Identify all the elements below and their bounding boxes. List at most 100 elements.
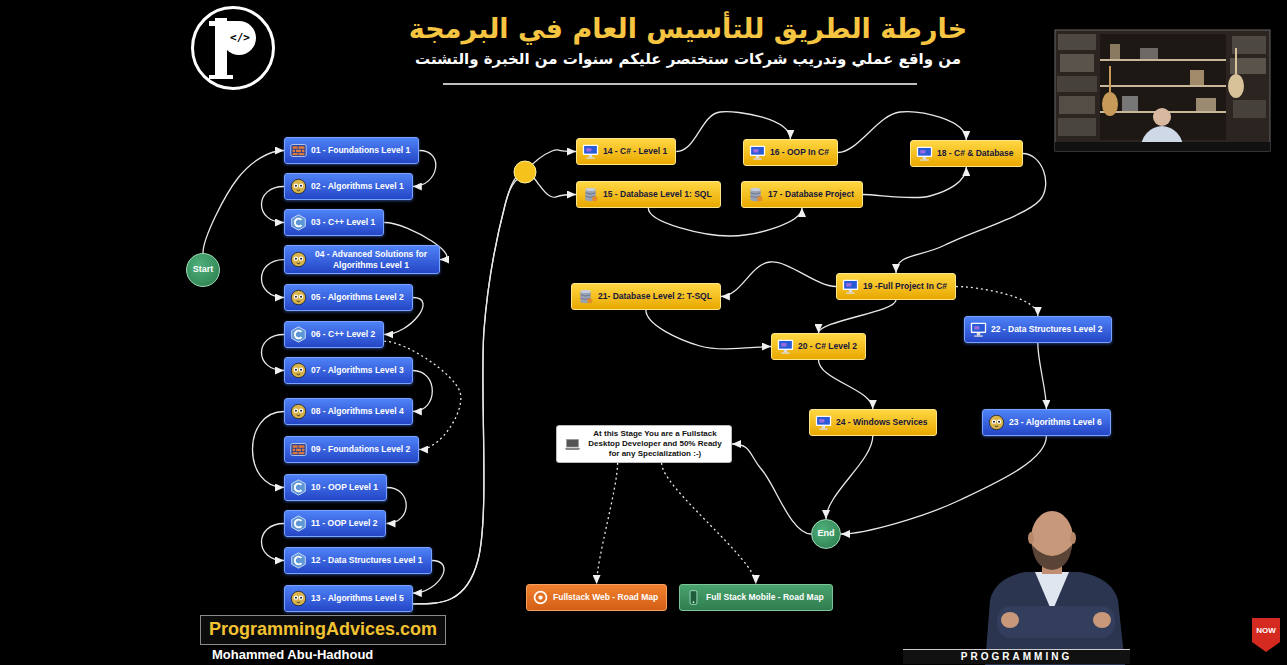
website-box: ProgrammingAdvices.com <box>200 615 446 645</box>
presenter-photo <box>985 511 1125 665</box>
course-box: 23 - Algorithms Level 6 <box>982 409 1111 436</box>
icon <box>916 145 933 162</box>
icon-shape <box>291 363 305 377</box>
connector <box>956 287 1038 317</box>
end-circle: End <box>811 519 841 549</box>
connector <box>413 150 576 604</box>
node-label: 10 - OOP Level 1 <box>311 482 378 493</box>
icon-shape <box>291 145 306 157</box>
node-label: ProgrammingAdvices.com <box>209 619 437 641</box>
connector <box>648 208 802 236</box>
connector <box>253 412 285 488</box>
icon <box>777 338 794 355</box>
node-label: Fullstack Web - Road Map <box>553 592 658 603</box>
node-label: 22 - Data Structures Level 2 <box>991 324 1103 335</box>
course-box: 14 - C# - Level 1 <box>576 138 676 165</box>
icon <box>290 515 307 532</box>
roadmap-box: Fullstack Web - Road Map <box>526 584 667 611</box>
node-label: 04 - Advanced Solutions for Algorithms L… <box>311 249 431 270</box>
node-label: 12 - Data Structures Level 1 <box>311 555 423 566</box>
connector <box>597 463 618 584</box>
course-box: 05 - Algorithms Level 2 <box>284 284 413 311</box>
node-label: 11 - OOP Level 2 <box>311 518 377 529</box>
course-box: 19 -Full Project In C# <box>836 273 956 300</box>
icon <box>842 278 859 295</box>
icon <box>988 414 1005 431</box>
node-label: 02 - Algorithms Level 1 <box>311 181 404 192</box>
node-label: 15 - Database Level 1: SQL <box>603 189 712 200</box>
connector <box>413 371 433 412</box>
connector <box>262 260 285 298</box>
title-underline <box>443 83 917 85</box>
icon-shape <box>292 553 306 568</box>
icon-shape <box>291 252 305 266</box>
icon-shape <box>535 592 547 604</box>
node-label: 14 - C# - Level 1 <box>603 146 667 157</box>
connector <box>896 154 1046 274</box>
node-label: 23 - Algorithms Level 6 <box>1009 417 1102 428</box>
icon <box>290 251 307 268</box>
icon <box>290 441 307 458</box>
connector <box>662 463 756 584</box>
connector <box>819 300 897 333</box>
icon <box>290 590 307 607</box>
course-box: 09 - Foundations Level 2 <box>284 436 419 463</box>
course-box: 11 - OOP Level 2 <box>284 510 386 537</box>
connector <box>1038 343 1047 409</box>
icon-shape <box>565 439 580 450</box>
video-inset <box>1055 30 1270 151</box>
course-box: 01 - Foundations Level 1 <box>284 137 419 164</box>
icon <box>815 414 832 431</box>
course-box: 20 - C# Level 2 <box>771 333 866 360</box>
roadmap-box: Full Stack Mobile - Road Map <box>679 584 833 611</box>
author-name: Mohammed Abu-Hadhoud <box>212 647 373 662</box>
icon <box>747 186 764 203</box>
icon <box>290 403 307 420</box>
course-box: 15 - Database Level 1: SQL <box>576 181 721 208</box>
node-label: 17 - Database Project <box>768 189 854 200</box>
icon <box>290 142 307 159</box>
node-label: 09 - Foundations Level 2 <box>311 444 410 455</box>
node-label: 24 - Windows Services <box>836 417 928 428</box>
node-label: End <box>818 528 835 539</box>
node-label: </> <box>220 31 260 45</box>
course-box: 13 - Algorithms Level 5 <box>284 585 413 612</box>
icon-shape <box>292 215 306 230</box>
junction-dot <box>514 161 536 183</box>
icon-shape <box>778 340 793 354</box>
node-label: 03 - C++ Level 1 <box>311 217 375 228</box>
connector <box>646 310 771 349</box>
course-box: 21- Database Level 2: T-SQL <box>571 283 721 310</box>
icon <box>577 288 594 305</box>
course-box: 18 - C# & Database <box>910 140 1023 167</box>
icon-shape <box>750 188 762 202</box>
node-label: At this Stage You are a Fullstack Deskto… <box>587 429 723 459</box>
logo-graphic <box>193 8 273 88</box>
icon-shape <box>291 444 306 456</box>
icon-shape <box>989 415 1003 429</box>
start-circle: Start <box>186 253 220 287</box>
node-label: 20 - C# Level 2 <box>798 341 857 352</box>
course-box: 22 - Data Structures Level 2 <box>964 316 1112 343</box>
node-label: 08 - Algorithms Level 4 <box>311 406 404 417</box>
connector <box>819 360 873 409</box>
node-label: 16 - OOP In C# <box>770 147 829 158</box>
connector <box>262 335 285 371</box>
icon-shape <box>292 516 306 531</box>
connector <box>387 488 407 524</box>
course-box: 08 - Algorithms Level 4 <box>284 398 413 425</box>
icon <box>970 321 987 338</box>
icon <box>290 178 307 195</box>
icon <box>290 214 307 231</box>
course-box: 16 - OOP In C# <box>743 139 838 166</box>
connector <box>732 444 811 534</box>
node-label: 07 - Algorithms Level 3 <box>311 365 404 376</box>
icon-shape <box>292 327 306 342</box>
connector <box>262 524 285 561</box>
course-box: 07 - Algorithms Level 3 <box>284 357 413 384</box>
connector <box>203 151 284 254</box>
node-label: 18 - C# & Database <box>937 148 1014 159</box>
course-box: 17 - Database Project <box>741 181 863 208</box>
icon <box>749 144 766 161</box>
